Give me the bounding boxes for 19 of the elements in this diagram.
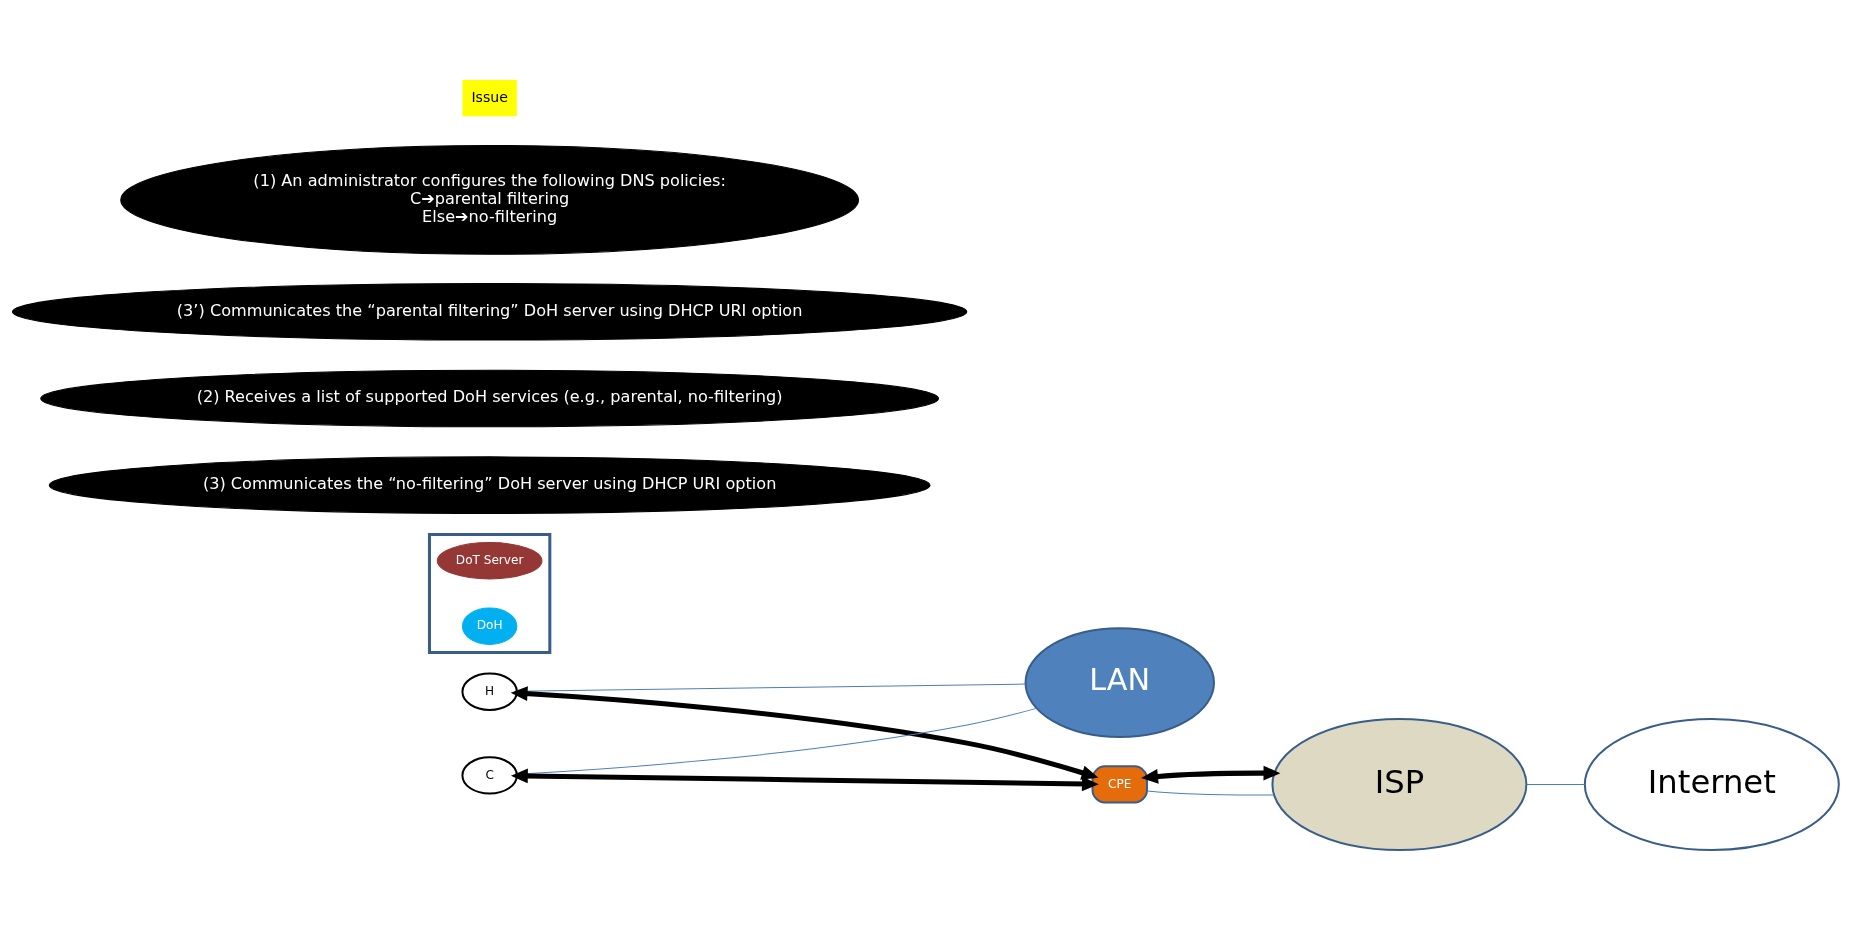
node-ellipse: ISP bbox=[1271, 717, 1528, 851]
node-ellipse: (2) Receives a list of supported DoH services (e.g., parental, no-filtering) bbox=[40, 369, 940, 428]
cluster bbox=[427, 533, 552, 654]
node-box: CPE bbox=[1091, 765, 1148, 804]
node-ellipse: DoH bbox=[461, 607, 518, 645]
node-ellipse: LAN bbox=[1024, 627, 1215, 739]
arrow bbox=[510, 768, 1099, 792]
node-ellipse: H bbox=[461, 672, 518, 711]
connector bbox=[1526, 783, 1586, 785]
label: Issue bbox=[471, 88, 508, 105]
node-ellipse: DoT Server bbox=[436, 542, 543, 580]
node-ellipse: (3’) Communicates the “parental filtering” DoH server using DHCP URI option bbox=[11, 283, 968, 341]
node-ellipse: (1) An administrator configures the following DNS policies: C➔parental filtering Else➔no-filtering bbox=[120, 145, 860, 255]
arrow bbox=[1141, 765, 1281, 784]
node-ellipse: (3) Communicates the “no-filtering” DoH server using DHCP URI option bbox=[48, 456, 931, 514]
arrow bbox=[510, 686, 1099, 780]
node-ellipse: C bbox=[461, 756, 518, 795]
connector bbox=[1146, 790, 1275, 796]
node-ellipse: Internet bbox=[1583, 717, 1840, 851]
